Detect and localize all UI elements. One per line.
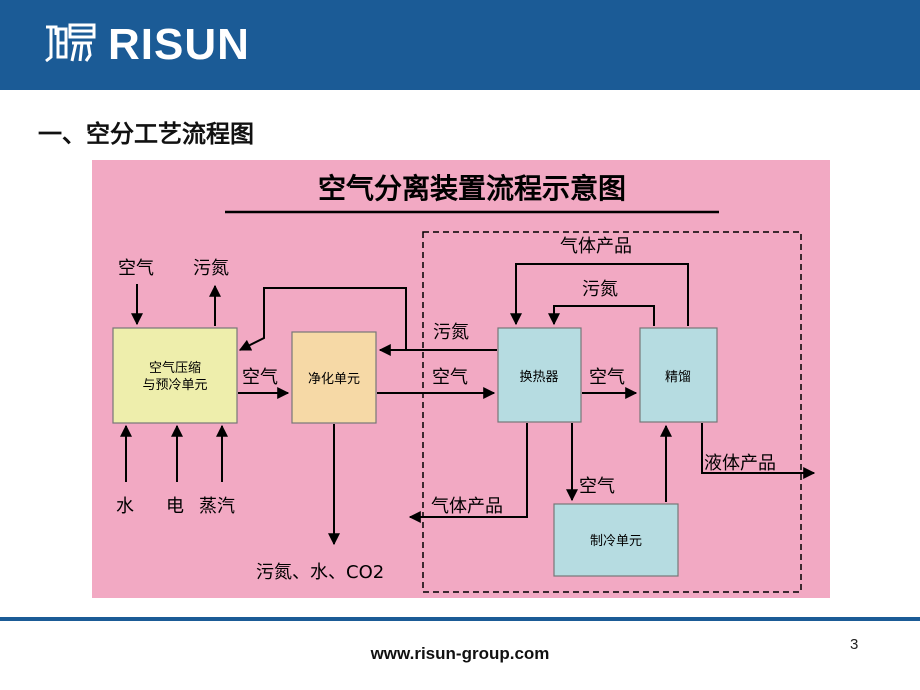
label-air-4: 空气: [579, 476, 615, 497]
label-air-1: 空气: [242, 367, 278, 388]
arrow-gas-product-top: [510, 263, 689, 326]
label-waste: 污氮、水、CO2: [256, 562, 384, 583]
arrow-liquid-product: [701, 423, 816, 479]
footer-divider: [0, 617, 920, 621]
label-power: 电: [166, 496, 184, 517]
box-compress-precool: [112, 327, 238, 424]
cold-box-boundary: [422, 231, 802, 593]
header-bar: RISUN: [0, 0, 920, 90]
label-gas-product-bottom: 气体产品: [431, 496, 503, 517]
box-refrigeration: [553, 503, 679, 577]
risun-logo-icon: [42, 17, 98, 67]
box-heat-exchanger: [497, 327, 582, 423]
label-dirty-n2-out: 污氮: [193, 258, 229, 279]
label-air-in: 空气: [118, 258, 154, 279]
box-purify: [291, 331, 377, 424]
diagram-panel: 空气分离装置流程示意图 空气压缩 与预冷单元 净化单元 换热器 精馏 制冷单元: [92, 160, 830, 598]
box-exchanger-label: 换热器: [519, 370, 558, 385]
label-dirty-n2-return: 污氮: [433, 322, 469, 343]
footer-url: www.risun-group.com: [370, 644, 550, 663]
diagram-title: 空气分离装置流程示意图: [318, 172, 626, 205]
box-rectify-label: 精馏: [665, 370, 691, 385]
box-purify-label: 净化单元: [308, 372, 360, 387]
label-dirty-n2-loop: 污氮: [582, 279, 618, 300]
box-refrigeration-label: 制冷单元: [590, 534, 642, 549]
arrow-gas-product-bottom: [408, 423, 528, 523]
label-liquid-product: 液体产品: [704, 453, 776, 474]
label-gas-product-top: 气体产品: [560, 236, 632, 257]
flow-diagram: 空气分离装置流程示意图 空气压缩 与预冷单元 净化单元 换热器 精馏 制冷单元: [112, 172, 816, 593]
label-steam: 蒸汽: [199, 496, 235, 517]
box-compress-label-2: 与预冷单元: [142, 378, 207, 393]
page-number: 3: [850, 636, 859, 653]
box-rectification: [639, 327, 718, 423]
label-water: 水: [116, 496, 134, 517]
flow-labels: 空气 污氮 空气 空气 空气 空气 污氮 污氮 气体产品 气体产品 液体产品 水…: [116, 236, 776, 583]
slide-title: 一、空分工艺流程图: [38, 120, 254, 148]
brand-name: RISUN: [108, 20, 250, 69]
label-air-2: 空气: [432, 367, 468, 388]
arrow-dirty-n2-loop: [548, 305, 655, 326]
arrow-regen-loop: [238, 287, 407, 351]
box-compress-label-1: 空气压缩: [149, 360, 201, 376]
flow-lines: [120, 263, 816, 546]
label-air-3: 空气: [589, 367, 625, 388]
